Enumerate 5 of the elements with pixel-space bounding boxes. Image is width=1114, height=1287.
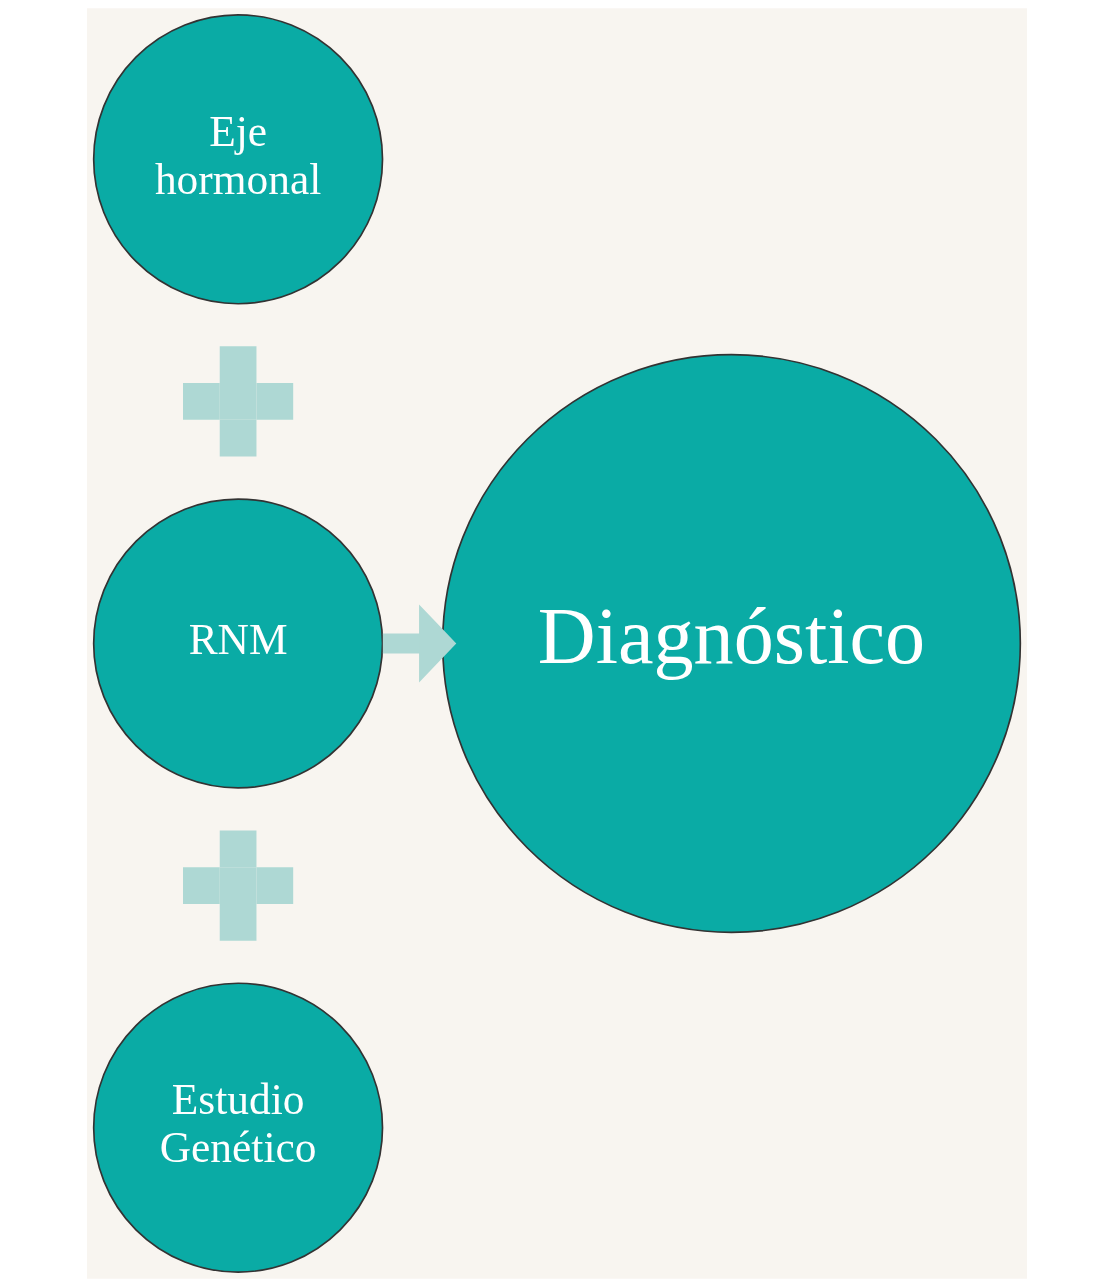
- arrow: [382, 604, 457, 683]
- node-circle: RNM: [92, 498, 384, 789]
- node-circle: Eje hormonal: [92, 14, 384, 305]
- node-circle: Diagnóstico: [441, 353, 1022, 934]
- node-circle: Estudio Genético: [92, 982, 384, 1273]
